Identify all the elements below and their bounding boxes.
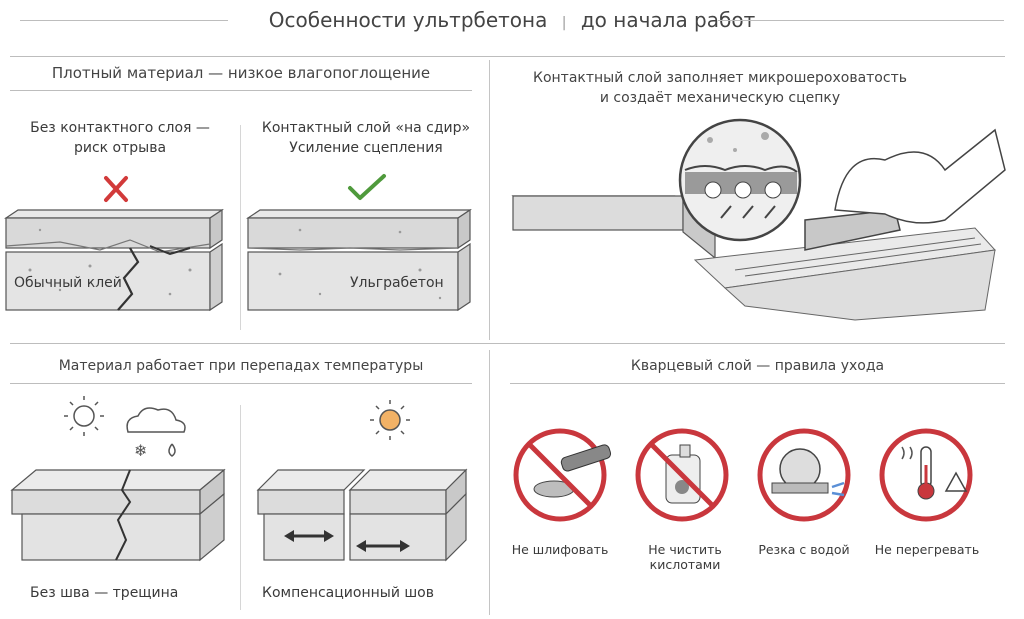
expansion-arrows-icon bbox=[284, 530, 410, 552]
contact-caption-line1: Контактный слой «на сдир» bbox=[261, 120, 471, 136]
no-joint-caption: Без шва — трещина bbox=[30, 585, 179, 601]
right-slab-stack bbox=[246, 208, 472, 312]
sun-warm-icon bbox=[370, 400, 410, 440]
contact-caption-line-b: и создаёт механическую сцепку bbox=[599, 90, 841, 106]
hand-with-trowel-icon bbox=[804, 128, 1006, 251]
aggregate-speckles bbox=[28, 228, 442, 300]
sun-outline-icon bbox=[64, 396, 104, 436]
grid-line-top bbox=[10, 56, 1005, 57]
temperature-panel-title: Материал работает при перепадах температ… bbox=[58, 358, 424, 374]
success-check-icon bbox=[348, 174, 386, 200]
wet-saw-icon bbox=[757, 428, 851, 522]
header-rule-right bbox=[718, 20, 1004, 21]
no-contact-caption: Без контактного слоя — риск отрыва bbox=[0, 120, 240, 156]
contact-layer-illustration bbox=[511, 118, 1006, 321]
thermometer-warning-icon bbox=[879, 428, 973, 522]
title-main: Особенности ультрбетона bbox=[268, 8, 548, 32]
cloud-snow-icon: ❄ bbox=[126, 407, 186, 460]
grid-line-middle bbox=[10, 343, 1005, 344]
grid-line-bottom-left bbox=[10, 383, 472, 384]
care-label-no-acid: Не чистить кислотами bbox=[648, 542, 722, 572]
contact-panel-caption: Контактный слой заполняет микрошероховат… bbox=[500, 68, 940, 108]
joint-caption: Компенсационный шов bbox=[262, 585, 434, 601]
density-illustration bbox=[4, 174, 472, 312]
divider-vertical-top bbox=[489, 60, 490, 340]
care-label-no-grinding: Не шлифовать bbox=[511, 542, 609, 557]
title-separator: | bbox=[561, 15, 567, 31]
care-icons-row bbox=[513, 428, 973, 522]
left-slab-stack bbox=[4, 208, 224, 312]
header-rule-left bbox=[20, 20, 228, 21]
slab-with-joint bbox=[256, 468, 468, 562]
svg-text:❄: ❄ bbox=[134, 441, 147, 460]
right-block-label: Ульграбетон bbox=[350, 275, 444, 291]
care-label-no-overheating: Не перегревать bbox=[874, 542, 980, 557]
acid-bottle-icon bbox=[635, 428, 729, 522]
contact-caption: Контактный слой «на сдир» Усиление сцепл… bbox=[242, 120, 490, 156]
divider-temperature bbox=[240, 405, 241, 610]
cracked-slab bbox=[10, 468, 226, 562]
divider-density bbox=[240, 125, 241, 330]
contact-caption-line2: Усиление сцепления bbox=[289, 140, 443, 156]
fail-cross-icon bbox=[104, 176, 128, 202]
temperature-illustration: ❄ bbox=[10, 396, 468, 562]
care-panel-title: Кварцевый слой — правила ухода bbox=[630, 358, 885, 374]
contact-caption-line-a: Контактный слой заполняет микрошероховат… bbox=[533, 70, 907, 86]
page-title: Особенности ультрбетона | до начала рабо… bbox=[0, 8, 1024, 32]
divider-vertical-bottom bbox=[489, 350, 490, 615]
density-panel-title: Плотный материал — низкое влагопоглощени… bbox=[51, 64, 431, 82]
magnifier-detail bbox=[678, 118, 802, 242]
grid-line-bottom-right bbox=[510, 383, 1005, 384]
adhesive-bed bbox=[693, 227, 997, 321]
left-block-label: Обычный клей bbox=[14, 275, 122, 291]
grid-line-sub bbox=[10, 90, 472, 91]
no-contact-caption-line1: Без контактного слоя — bbox=[30, 120, 210, 136]
care-label-wet-cutting: Резка с водой bbox=[758, 542, 850, 557]
grinder-icon bbox=[513, 428, 612, 522]
no-contact-caption-line2: риск отрыва bbox=[73, 140, 167, 156]
